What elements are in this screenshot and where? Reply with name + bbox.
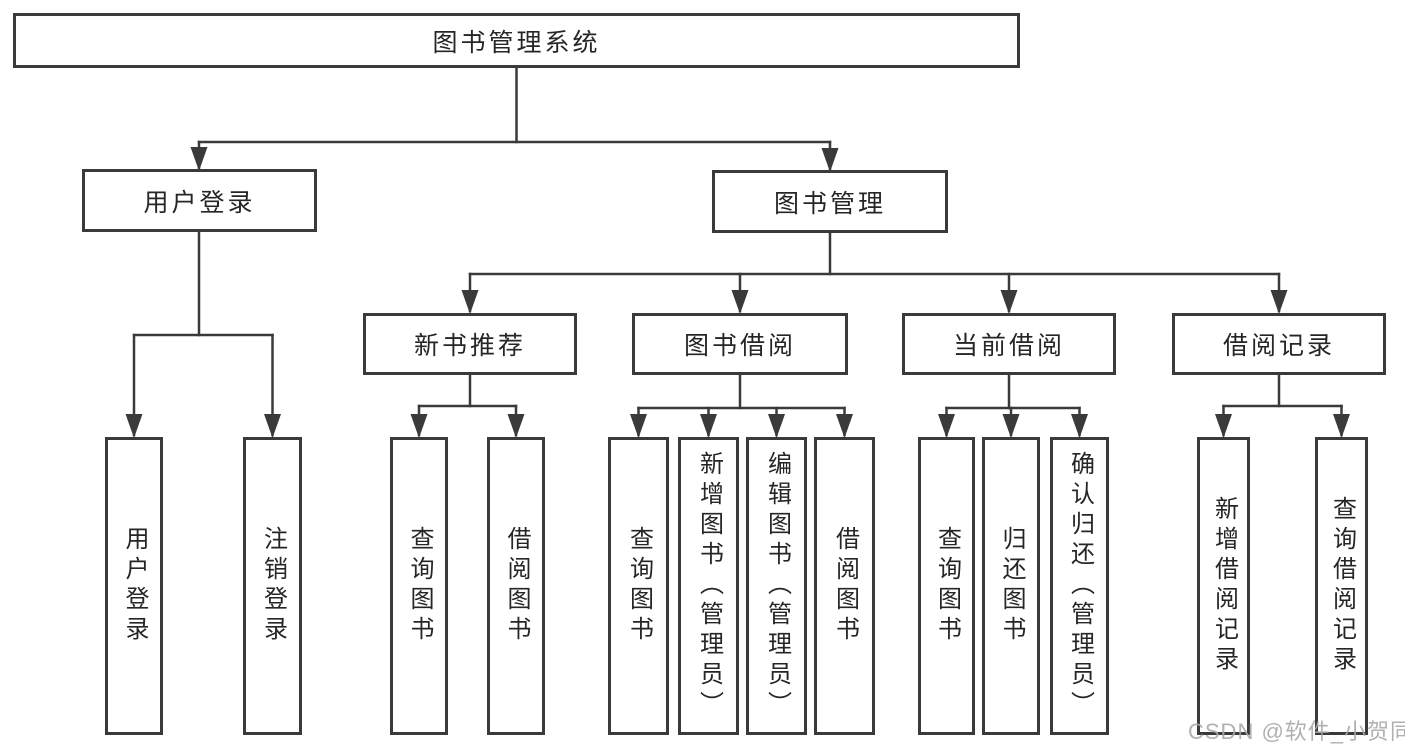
node-root-label: 图书管理系统 xyxy=(432,28,601,57)
node-current-borrow-label: 当前借阅 xyxy=(952,332,1065,360)
node-user-login-label: 用户登录 xyxy=(143,188,256,217)
leaf-return-book-label: 归还图书 xyxy=(998,526,1025,646)
leaf-add-book-admin: 新增图书（管理员） xyxy=(678,437,739,735)
leaf-query-books-recommend-label: 查询图书 xyxy=(406,526,433,646)
leaf-borrow-books: 借阅图书 xyxy=(814,437,875,735)
node-borrow-records-label: 借阅记录 xyxy=(1222,332,1335,360)
node-book-borrow-label: 图书借阅 xyxy=(683,332,796,360)
leaf-query-books-current-label: 查询图书 xyxy=(933,526,961,646)
leaf-query-books-borrow-label: 查询图书 xyxy=(625,526,653,646)
node-book-borrow: 图书借阅 xyxy=(632,313,848,375)
leaf-query-books-current: 查询图书 xyxy=(918,437,975,735)
leaf-confirm-return-admin-label: 确认归还（管理员） xyxy=(1066,451,1094,721)
leaf-add-borrow-record-label: 新增借阅记录 xyxy=(1210,496,1238,676)
node-borrow-records: 借阅记录 xyxy=(1172,313,1386,375)
leaf-query-books-borrow: 查询图书 xyxy=(608,437,669,735)
node-new-book-recommend: 新书推荐 xyxy=(363,313,577,375)
watermark-text: CSDN @软件_小贺同学 xyxy=(1188,719,1405,744)
leaf-user-login-label: 用户登录 xyxy=(121,526,148,646)
node-user-login: 用户登录 xyxy=(82,169,317,232)
leaf-borrow-books-recommend-label: 借阅图书 xyxy=(503,526,530,646)
leaf-confirm-return-admin: 确认归还（管理员） xyxy=(1050,437,1109,735)
leaf-query-books-recommend: 查询图书 xyxy=(390,437,448,735)
node-book-management: 图书管理 xyxy=(712,170,948,233)
leaf-edit-book-admin-label: 编辑图书（管理员） xyxy=(763,451,791,721)
leaf-borrow-books-label: 借阅图书 xyxy=(831,526,859,646)
leaf-logout-label: 注销登录 xyxy=(259,526,287,646)
leaf-return-book: 归还图书 xyxy=(982,437,1040,735)
leaf-query-borrow-record: 查询借阅记录 xyxy=(1315,437,1368,735)
leaf-query-borrow-record-label: 查询借阅记录 xyxy=(1328,496,1356,676)
leaf-edit-book-admin: 编辑图书（管理员） xyxy=(746,437,807,735)
node-new-book-recommend-label: 新书推荐 xyxy=(413,332,526,360)
leaf-add-borrow-record: 新增借阅记录 xyxy=(1197,437,1250,735)
leaf-borrow-books-recommend: 借阅图书 xyxy=(487,437,545,735)
node-root: 图书管理系统 xyxy=(13,13,1020,68)
leaf-add-book-admin-label: 新增图书（管理员） xyxy=(695,451,723,721)
node-book-management-label: 图书管理 xyxy=(773,189,886,218)
leaf-user-login: 用户登录 xyxy=(105,437,163,735)
leaf-logout: 注销登录 xyxy=(243,437,302,735)
connector-group xyxy=(132,66,1343,437)
node-current-borrow: 当前借阅 xyxy=(902,313,1116,375)
